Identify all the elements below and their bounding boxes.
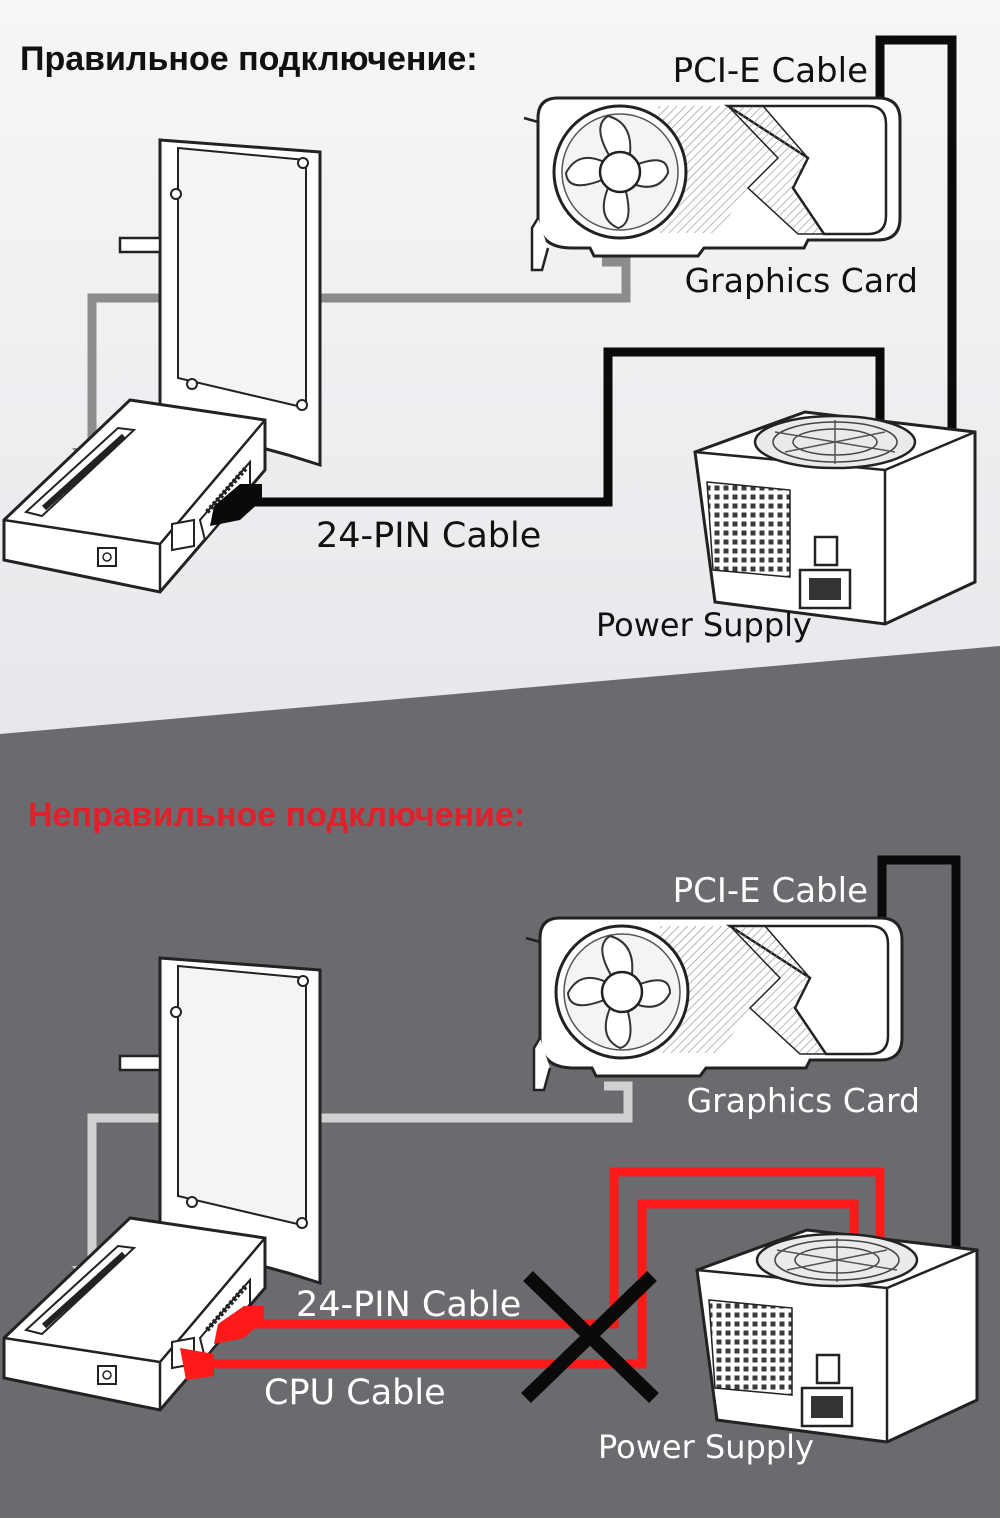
- pcie-cable-label-wrong: PCI-E Cable: [673, 871, 868, 911]
- gpu-riser-cable-line: [87, 257, 631, 452]
- graphics-card-label: Graphics Card: [685, 261, 918, 300]
- cpu-cable-line-wrong: [202, 1199, 859, 1369]
- cable-24pin-line-wrong: [244, 1167, 885, 1329]
- pcie-cable-label: PCI-E Cable: [673, 51, 868, 91]
- cable-24pin-connector: [210, 484, 262, 526]
- wrong-connection-section: Неправильное подключение: CPU PCI-E Cabl…: [4, 796, 979, 1466]
- cpu-cable-label-wrong: CPU Cable: [264, 1373, 446, 1413]
- wrong-cross-mark: [521, 1270, 659, 1404]
- pcie-cable-line: [875, 35, 957, 450]
- cpu-cable-connector-wrong: [180, 1348, 214, 1380]
- pcie-cable-line-wrong: [877, 855, 961, 1262]
- power-supply-illustration: [693, 410, 977, 626]
- cable-24pin-connector-wrong: [214, 1306, 264, 1344]
- wrong-section-title: Неправильное подключение:: [28, 796, 525, 834]
- correct-connection-section: Правильное подключение: PCI-E Cable Grap…: [4, 35, 977, 644]
- power-supply-label-wrong: Power Supply: [598, 1428, 814, 1466]
- cable-24pin-label-wrong: 24-PIN Cable: [296, 1285, 521, 1325]
- gpu-riser-cable-line-wrong: [87, 1081, 633, 1270]
- power-supply-label: Power Supply: [596, 606, 812, 644]
- cable-24pin-line: [240, 347, 885, 507]
- correct-section-title: Правильное подключение:: [20, 40, 478, 78]
- power-supply-illustration-wrong: [695, 1228, 979, 1444]
- graphics-card-label-wrong: Graphics Card: [687, 1081, 920, 1120]
- cable-24pin-label: 24-PIN Cable: [316, 516, 541, 556]
